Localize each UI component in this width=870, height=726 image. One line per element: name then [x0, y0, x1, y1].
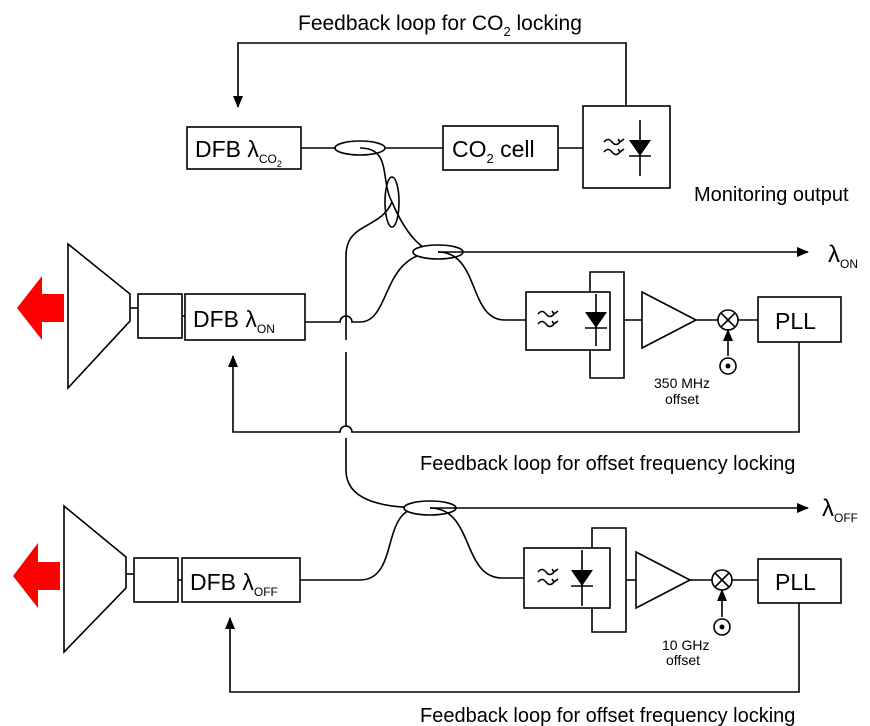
- amplifier-icon: [641, 290, 698, 350]
- photodetector-off: [523, 547, 611, 609]
- tapered-amplifier-icon: [67, 242, 131, 391]
- pll-on-label: PLL: [775, 308, 816, 334]
- offset-on-freq: 350 MHz: [654, 375, 710, 391]
- feedback-offset-label-on: Feedback loop for offset frequency locki…: [420, 453, 795, 475]
- dfb-on-label: DFB λON: [193, 306, 275, 336]
- output-beam-arrow-off: [13, 543, 60, 608]
- dfb-off-label: DFB λOFF: [190, 569, 278, 599]
- dfb-on-block: [184, 293, 306, 341]
- offset-on-word: offset: [665, 391, 699, 407]
- mixer-icon: [717, 309, 739, 331]
- co2-feedback-loop: [233, 42, 627, 122]
- isolator-block-off: [133, 557, 179, 603]
- photodiode-icon: [537, 550, 593, 606]
- dfb-co2-label: DFB λCO2: [195, 136, 282, 169]
- photodiode-icon: [537, 294, 607, 346]
- output-beam-arrow-on: [17, 276, 64, 340]
- mixer-icon: [711, 569, 733, 591]
- pll-off-label: PLL: [775, 569, 816, 595]
- isolator-block-on: [137, 293, 183, 339]
- lambda-on-output: λON: [828, 241, 858, 271]
- tapered-amplifier-icon: [63, 504, 127, 654]
- co2-cell-block: [442, 125, 559, 171]
- photodiode-icon: [603, 120, 651, 176]
- feedback-offset-label-off: Feedback loop for offset frequency locki…: [420, 705, 795, 726]
- offset-off-word: offset: [666, 652, 700, 668]
- lambda-off-output: λOFF: [822, 495, 858, 525]
- co2-cell-label: CO2 cell: [452, 136, 535, 166]
- amplifier-icon: [635, 550, 692, 610]
- co2-feedback-label: Feedback loop for CO2 locking: [298, 12, 582, 39]
- offset-off-freq: 10 GHz: [662, 637, 709, 653]
- dfb-co2-block: [186, 126, 302, 170]
- monitoring-output-label: Monitoring output: [694, 184, 849, 206]
- photodetector-co2: [582, 105, 671, 189]
